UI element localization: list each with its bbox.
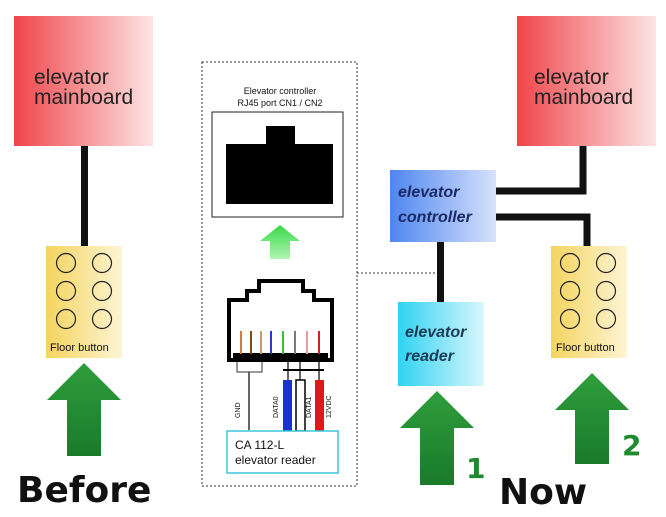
- step2-number: 2: [622, 429, 641, 462]
- rj45-detail-section: Elevator controller RJ45 port CN1 / CN2: [201, 61, 441, 487]
- power-cable: [315, 380, 324, 431]
- plug-base: [233, 353, 328, 358]
- reader-label-1: elevator: [405, 324, 467, 341]
- before-floor-button-label: Floor button: [50, 342, 109, 354]
- floor-button-circle: [559, 280, 581, 302]
- controller-label-1: elevator: [398, 184, 460, 201]
- port-label-2: RJ45 port CN1 / CN2: [237, 98, 322, 108]
- floor-button-circle: [55, 308, 77, 330]
- floor-button-circle: [91, 280, 113, 302]
- now-section: elevator mainboard elevator controller e…: [390, 16, 656, 513]
- plug-pins: [240, 331, 320, 354]
- now-mainboard-label-2: mainboard: [534, 86, 633, 109]
- pin-label-data1: DATA1: [306, 396, 313, 418]
- floor-button-circle: [55, 280, 77, 302]
- now-floor-buttons: [559, 252, 617, 330]
- now-mainboard-label-1: elevator: [534, 66, 609, 89]
- now-floor-panel: [551, 246, 627, 358]
- pin-label-gnd: GND: [235, 402, 242, 418]
- cable-leads: [287, 362, 320, 380]
- data0-cable: [283, 380, 292, 431]
- now-mainboard-box: [517, 16, 656, 146]
- controller-to-floor-wire: [496, 213, 591, 247]
- controller-label-2: controller: [398, 209, 473, 226]
- step1-number: 1: [466, 452, 485, 485]
- now-caption: Now: [499, 472, 587, 513]
- gnd-joiner: [236, 362, 263, 373]
- before-mainboard-box: [14, 16, 153, 146]
- pin-label-data0: DATA0: [273, 396, 280, 418]
- before-floor-panel: [46, 246, 122, 358]
- rj45-plug-icon: [227, 279, 334, 362]
- reader-model-subtitle: elevator reader: [235, 453, 316, 467]
- before-caption: Before: [17, 470, 151, 511]
- pin-label-12vdc: 12VDC: [326, 395, 333, 418]
- controller-to-reader-wire: [437, 240, 444, 304]
- floor-button-circle: [559, 308, 581, 330]
- floor-button-circle: [91, 252, 113, 274]
- elevator-reader-box: [398, 302, 484, 386]
- port-label-1: Elevator controller: [244, 86, 317, 96]
- floor-button-circle: [91, 308, 113, 330]
- reader-model-box: [226, 430, 339, 474]
- now-floor-button-label: Floor button: [556, 342, 615, 354]
- controller-to-mainboard-wire: [496, 146, 587, 195]
- data1-cable: [295, 379, 306, 432]
- floor-button-circle: [595, 280, 617, 302]
- before-section: elevator mainboard Floor button Before: [14, 16, 153, 511]
- before-wire: [81, 146, 88, 248]
- elevator-controller-box: [390, 170, 496, 242]
- before-floor-buttons: [55, 252, 113, 330]
- rj45-detail-frame: [201, 61, 358, 487]
- before-mainboard-label-2: mainboard: [34, 86, 133, 109]
- port-up-arrow-icon: [260, 225, 300, 259]
- floor-button-circle: [55, 252, 77, 274]
- floor-button-circle: [595, 308, 617, 330]
- floor-button-circle: [559, 252, 581, 274]
- floor-button-circle: [595, 252, 617, 274]
- step1-up-arrow-icon: [400, 391, 474, 485]
- before-mainboard-label-1: elevator: [34, 66, 109, 89]
- reader-model-label: CA 112-L: [235, 438, 284, 452]
- step2-up-arrow-icon: [555, 373, 629, 464]
- before-up-arrow-icon: [47, 363, 121, 456]
- reader-label-2: reader: [405, 348, 455, 365]
- rj45-port-icon: [226, 126, 333, 204]
